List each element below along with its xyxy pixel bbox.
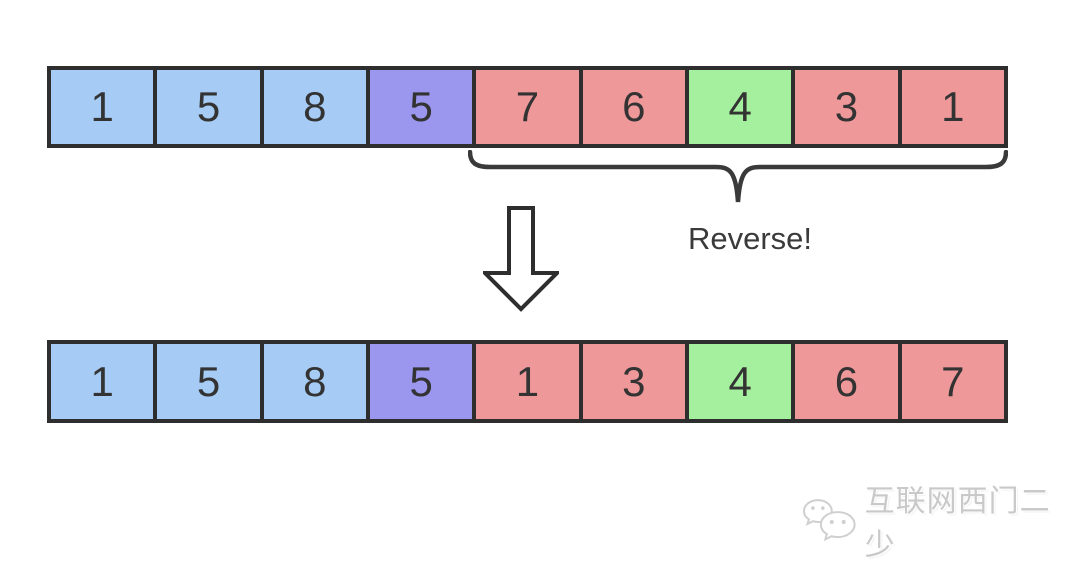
array-cell-red: 7 — [472, 70, 579, 144]
wechat-icon — [802, 499, 856, 542]
array-cell-green: 4 — [684, 344, 792, 419]
array-cell-green: 4 — [684, 70, 792, 144]
reverse-label: Reverse! — [687, 221, 813, 256]
array-cell-red: 1 — [897, 70, 1004, 144]
array-cell-red: 6 — [791, 344, 898, 419]
array-cell-red: 1 — [472, 344, 579, 419]
array-cell-purple: 5 — [365, 344, 473, 419]
array-cell-red: 3 — [578, 344, 685, 419]
down-arrow-icon — [483, 206, 559, 312]
array-cell-blue: 8 — [259, 344, 366, 419]
array-cell-red: 7 — [897, 344, 1004, 419]
array-cell-blue: 1 — [51, 70, 154, 144]
array-cell-blue: 5 — [153, 344, 260, 419]
array-cell-blue: 1 — [51, 344, 154, 419]
watermark: 互联网西门二少 — [801, 485, 1080, 562]
array-cell-red: 3 — [791, 70, 898, 144]
array-cell-red: 6 — [578, 70, 685, 144]
array-cell-blue: 8 — [259, 70, 366, 144]
curly-brace-icon — [468, 150, 1008, 203]
watermark-text: 互联网西门二少 — [864, 485, 1051, 562]
array-cell-purple: 5 — [365, 70, 473, 144]
array-cell-blue: 5 — [153, 70, 260, 144]
